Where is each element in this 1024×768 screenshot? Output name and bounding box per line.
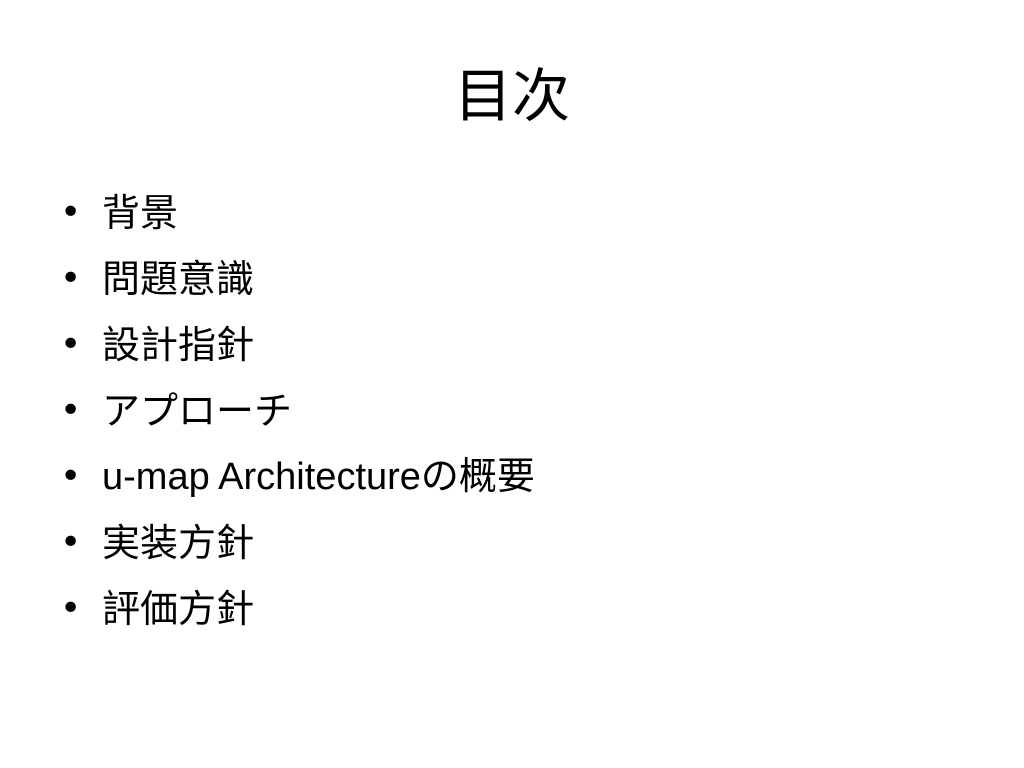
list-item: • アプローチ	[60, 378, 535, 444]
slide-title: 目次	[453, 62, 570, 130]
list-item: • 問題意識	[60, 246, 535, 312]
bullet-icon: •	[60, 588, 82, 629]
bullet-icon: •	[60, 390, 82, 431]
list-item-label: 問題意識	[102, 257, 255, 301]
bullet-icon: •	[60, 324, 82, 365]
list-item-label: 実装方針	[102, 521, 255, 565]
bullet-icon: •	[60, 192, 82, 233]
list-item-label: 設計指針	[102, 323, 255, 367]
list-item: • u-map Architectureの概要	[60, 444, 535, 510]
list-item-label: u-map Architectureの概要	[102, 456, 535, 498]
list-item: • 実装方針	[60, 510, 535, 576]
list-item-label: 背景	[102, 191, 179, 235]
list-item-label: アプローチ	[102, 389, 293, 433]
list-item: • 評価方針	[60, 576, 535, 642]
bullet-icon: •	[60, 522, 82, 563]
bullet-icon: •	[60, 258, 82, 299]
bullet-icon: •	[60, 456, 82, 497]
list-item-label: 評価方針	[102, 587, 255, 631]
table-of-contents-list: • 背景 • 問題意識 • 設計指針 • アプローチ • u-map Archi…	[60, 180, 535, 642]
list-item: • 設計指針	[60, 312, 535, 378]
list-item: • 背景	[60, 180, 535, 246]
